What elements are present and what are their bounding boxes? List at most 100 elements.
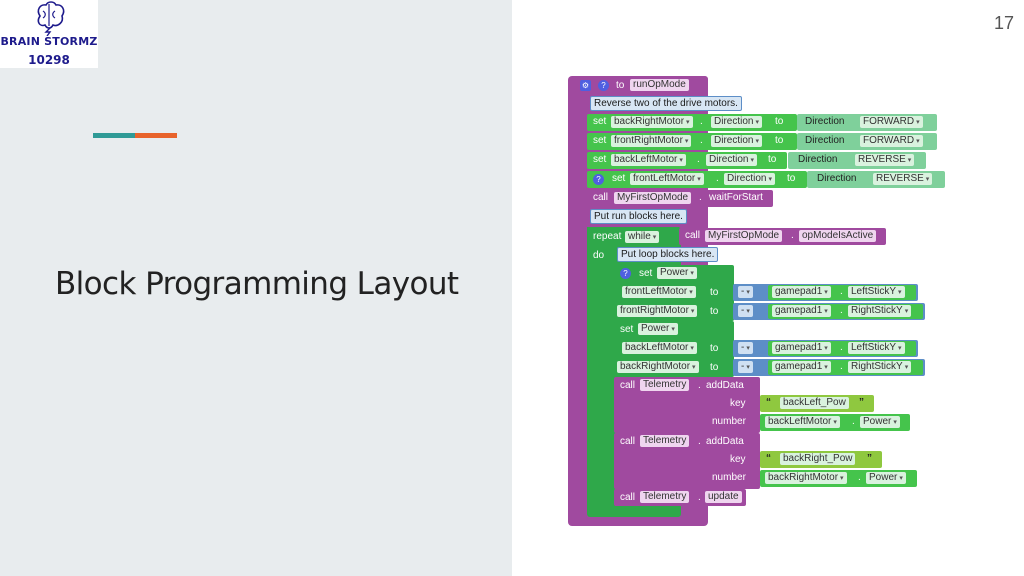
class-name-field[interactable]: MyFirstOpMode [705,230,783,242]
quote-close: ” [859,397,864,408]
dot-separator: . [716,173,719,184]
motor-dropdown[interactable]: backLeftMotor▾ [765,416,840,428]
dot-separator: . [852,416,855,427]
direction-dropdown[interactable]: FORWARD▾ [860,135,923,147]
property-dropdown[interactable]: Power▾ [657,267,697,279]
class-name-field[interactable]: Telemetry [640,435,690,447]
stick-dropdown[interactable]: LeftStickY▾ [848,286,905,298]
direction-label: Direction [798,154,838,165]
call-label: call [593,192,609,203]
motor-dropdown[interactable]: backLeftMotor▾ [611,154,686,166]
left-pane [0,0,512,576]
method-name: addData [706,380,744,391]
comment-block[interactable]: Put loop blocks here. [617,247,719,262]
set-label: set [612,173,626,184]
direction-label: Direction [805,116,845,127]
dot-separator: . [840,361,843,372]
set-label: set [593,135,607,146]
gamepad-dropdown[interactable]: gamepad1▾ [772,361,831,373]
text-field[interactable]: backRight_Pow [780,453,856,465]
dot-separator: . [699,192,702,203]
property-dropdown[interactable]: Power▾ [860,416,900,428]
dot-separator: . [698,492,701,503]
direction-label: Direction [817,173,857,184]
method-name-field[interactable]: opModeIsActive [799,230,877,242]
class-name-field[interactable]: Telemetry [640,379,690,391]
class-name-field[interactable]: MyFirstOpMode [614,192,692,204]
dot-separator: . [840,286,843,297]
motor-dropdown[interactable]: backRightMotor▾ [765,472,847,484]
brain-icon [37,1,65,36]
to-label: to [775,135,784,146]
repeat-label: repeat [593,231,622,242]
text-field[interactable]: backLeft_Pow [780,397,849,409]
method-name: waitForStart [709,192,763,203]
call-label: call [620,380,636,391]
motor-dropdown[interactable]: frontRightMotor▾ [617,305,698,317]
to-label: to [768,154,777,165]
comment-block[interactable]: Put run blocks here. [590,209,687,224]
property-dropdown[interactable]: Direction▾ [711,116,762,128]
to-label: to [710,362,719,373]
to-label: to [775,116,784,127]
dot-separator: . [698,436,701,447]
property-dropdown[interactable]: Power▾ [638,323,678,335]
stick-dropdown[interactable]: RightStickY▾ [848,361,912,373]
set-label: set [593,154,607,165]
class-name-field[interactable]: Telemetry [640,491,690,503]
key-label: key [730,454,746,465]
operator-dropdown[interactable]: -▾ [738,305,753,317]
property-dropdown[interactable]: Direction▾ [724,173,775,185]
call-label: call [620,492,636,503]
function-name-field[interactable]: runOpMode [630,79,689,91]
direction-dropdown[interactable]: REVERSE▾ [873,173,933,185]
property-dropdown[interactable]: Direction▾ [706,154,757,166]
gamepad-dropdown[interactable]: gamepad1▾ [772,342,831,354]
set-label: set [593,116,607,127]
direction-dropdown[interactable]: REVERSE▾ [855,154,915,166]
motor-dropdown[interactable]: backLeftMotor▾ [622,342,697,354]
logo-text: BRAIN STORMZ [0,35,98,48]
direction-label: Direction [805,135,845,146]
comment-block[interactable]: Reverse two of the drive motors. [590,96,742,111]
question-icon[interactable]: ? [598,80,609,91]
operator-dropdown[interactable]: -▾ [738,286,753,298]
stick-dropdown[interactable]: RightStickY▾ [848,305,912,317]
property-dropdown[interactable]: Direction▾ [711,135,762,147]
operator-dropdown[interactable]: -▾ [738,342,753,354]
key-label: key [730,398,746,409]
quote-open: “ [766,397,771,408]
motor-dropdown[interactable]: backRightMotor▾ [617,361,699,373]
dot-separator: . [858,472,861,483]
property-dropdown[interactable]: Power▾ [866,472,906,484]
page-number: 17 [993,13,1014,33]
dot-separator: . [697,154,700,165]
motor-dropdown[interactable]: backRightMotor▾ [611,116,693,128]
gamepad-dropdown[interactable]: gamepad1▾ [772,286,831,298]
dot-separator: . [840,342,843,353]
slide-title: Block Programming Layout [55,266,459,302]
method-name-field[interactable]: update [705,491,742,503]
motor-dropdown[interactable]: frontLeftMotor▾ [630,173,704,185]
stick-dropdown[interactable]: LeftStickY▾ [848,342,905,354]
gear-icon[interactable]: ⚙ [580,80,591,91]
motor-dropdown[interactable]: frontLeftMotor▾ [622,286,696,298]
loop-mode-dropdown[interactable]: while▾ [625,231,660,243]
direction-dropdown[interactable]: FORWARD▾ [860,116,923,128]
dot-separator: . [840,305,843,316]
dot-separator: . [698,380,701,391]
gamepad-dropdown[interactable]: gamepad1▾ [772,305,831,317]
accent-bar-orange [135,133,177,138]
set-label: set [620,324,634,335]
question-icon[interactable]: ? [593,174,604,185]
question-icon[interactable]: ? [620,268,631,279]
quote-open: “ [766,453,771,464]
number-label: number [712,416,746,427]
motor-dropdown[interactable]: frontRightMotor▾ [611,135,692,147]
dot-separator: . [791,230,794,241]
dropdown-arrow-icon: ▾ [686,119,690,126]
method-name: addData [706,436,744,447]
operator-dropdown[interactable]: -▾ [738,361,753,373]
call-label: call [685,230,701,241]
